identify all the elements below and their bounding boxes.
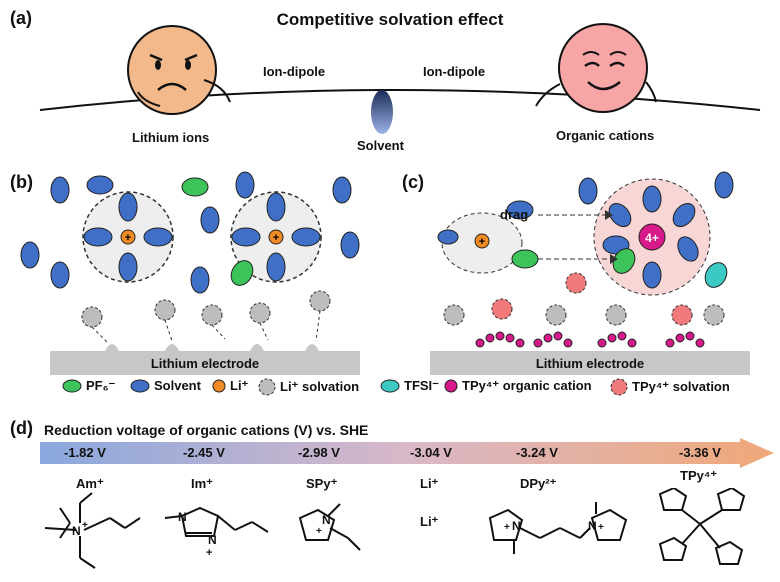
li-circle-icon	[212, 379, 226, 393]
voltage-am: -1.82 V	[64, 445, 106, 460]
solvent-drop-icon	[371, 90, 393, 134]
panel-a-diagram	[39, 23, 761, 134]
svg-text:+: +	[82, 520, 88, 531]
svg-text:+: +	[504, 522, 510, 533]
solvent-label: Solvent	[357, 138, 404, 153]
svg-text:N: N	[322, 513, 331, 527]
lithium-electrode-c	[430, 351, 750, 375]
panel-a-label: (a)	[10, 8, 32, 28]
voltage-arrow	[40, 438, 774, 468]
legend-tfsi: TFSI⁻	[380, 378, 439, 394]
panel-c-label: (c)	[402, 172, 424, 192]
pf6-ellipse-icon	[62, 379, 82, 393]
li-structure-label: Li⁺	[420, 514, 439, 529]
tpy-solvation-icon	[610, 378, 628, 396]
svg-text:N: N	[72, 524, 81, 538]
organic-cation-face-icon	[535, 23, 657, 113]
tpy-charge-label: 4+	[645, 231, 659, 245]
lithium-electrode-b	[50, 351, 360, 375]
svg-text:+: +	[273, 232, 279, 244]
panel-b-label: (b)	[10, 172, 33, 192]
voltage-im: -2.45 V	[183, 445, 225, 460]
solvent-ellipse-icon	[130, 379, 150, 392]
tpy-structure-icon	[658, 488, 746, 565]
legend-tpy-cation: TPy⁴⁺ organic cation	[444, 378, 592, 394]
name-im: Im⁺	[191, 476, 214, 491]
svg-text:N: N	[178, 510, 187, 524]
ion-dipole-right-label: Ion-dipole	[423, 64, 486, 79]
tfsi-ellipse-icon	[380, 379, 400, 393]
svg-text:N: N	[512, 519, 521, 533]
svg-text:N: N	[588, 519, 597, 533]
svg-text:+: +	[316, 526, 322, 537]
svg-text:+: +	[125, 232, 131, 244]
legend-li-solvation: Li⁺ solvation	[258, 378, 359, 396]
name-dpy: DPy²⁺	[520, 476, 557, 491]
drag-label: drag	[500, 207, 529, 222]
voltage-spy: -2.98 V	[298, 445, 340, 460]
legend-solvent: Solvent	[130, 378, 201, 393]
svg-text:+: +	[598, 522, 604, 533]
name-tpy: TPy⁴⁺	[680, 468, 718, 483]
electrode-label-b: Lithium electrode	[150, 356, 260, 371]
voltage-tpy: -3.36 V	[679, 445, 721, 460]
svg-text:N: N	[208, 533, 217, 547]
ion-dipole-left-label: Ion-dipole	[263, 64, 326, 79]
tpy-cation-icon	[444, 379, 458, 393]
legend-li: Li⁺	[212, 378, 248, 394]
panel-b-diagram: + +	[20, 171, 360, 375]
panel-d-label: (d)	[10, 418, 33, 438]
legend-pf6: PF₆⁻	[62, 378, 115, 394]
legend-tpy-solvation: TPy⁴⁺ solvation	[610, 378, 730, 396]
lithium-face-icon	[127, 25, 231, 115]
voltage-li: -3.04 V	[410, 445, 452, 460]
spy-structure-icon	[298, 503, 361, 551]
panel-c-diagram: + 4+	[430, 171, 750, 375]
svg-text:+: +	[206, 547, 212, 559]
panel-a-title: Competitive solvation effect	[276, 10, 504, 29]
lithium-ions-label: Lithium ions	[132, 130, 210, 145]
dpy-structure-icon	[488, 502, 628, 554]
name-li: Li⁺	[420, 476, 439, 491]
panel-d-title: Reduction voltage of organic cations (V)…	[44, 422, 369, 438]
am-structure-icon	[44, 492, 141, 569]
li-solvation-icon	[258, 378, 276, 396]
voltage-dpy: -3.24 V	[516, 445, 558, 460]
name-spy: SPy⁺	[306, 476, 338, 491]
electrode-label-c: Lithium electrode	[535, 356, 645, 371]
im-structure-icon	[164, 506, 269, 537]
svg-text:+: +	[479, 236, 485, 248]
molecule-structures: N+ NN+ N+ N+ N+	[44, 488, 746, 569]
name-am: Am⁺	[76, 476, 104, 491]
organic-cations-label: Organic cations	[556, 128, 655, 143]
